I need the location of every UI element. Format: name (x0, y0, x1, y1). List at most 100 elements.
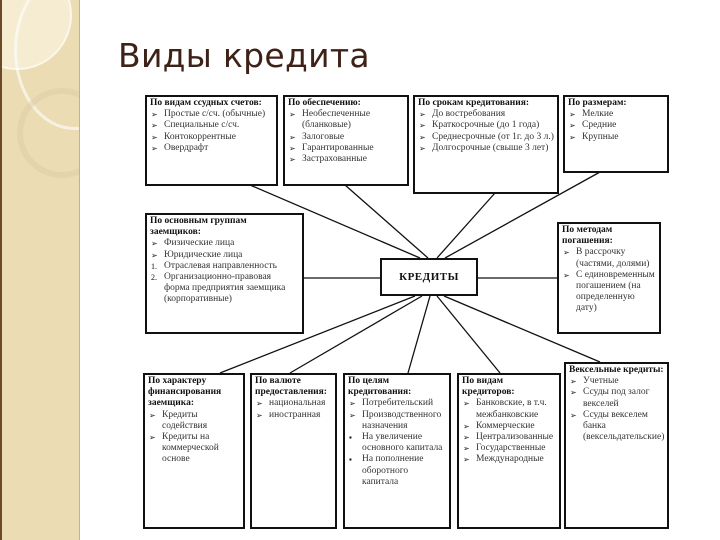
list-item: ➢иностранная (256, 409, 321, 420)
arrow-bullet-icon: ➢ (463, 399, 470, 409)
list-item: ➢Физические лица (151, 238, 235, 249)
arrow-bullet-icon: ➢ (151, 132, 158, 142)
square-bullet-icon: ▪ (349, 455, 352, 465)
arrow-bullet-icon: ➢ (569, 132, 576, 142)
arrow-bullet-icon: ➢ (570, 410, 577, 420)
number-marker: 1. (151, 261, 157, 271)
box-heading: По валюте предоставления: (255, 376, 327, 398)
box-heading: По размерам: (568, 98, 627, 108)
list-item: ➢Международные (463, 454, 544, 465)
list-item: ➢До востребования (419, 109, 506, 120)
arrow-bullet-icon: ➢ (419, 110, 426, 120)
box-by-borrower-groups: По основным группам заемщиков: ➢Физическ… (145, 213, 304, 334)
arrow-bullet-icon: ➢ (151, 239, 158, 249)
list-item: ➢Залоговые (289, 131, 345, 142)
list-item: ➢Необеспеченные (бланковые) (289, 109, 371, 131)
arrow-bullet-icon: ➢ (570, 377, 577, 387)
arrow-bullet-icon: ➢ (151, 250, 158, 260)
list-item: ➢Государственные (463, 443, 546, 454)
list-item: ➢Централизованные (463, 432, 554, 443)
arrow-bullet-icon: ➢ (289, 143, 296, 153)
list-item: ▪На увеличение основного капитала (349, 432, 443, 454)
list-item: ➢Гарантированные (289, 142, 374, 153)
arrow-bullet-icon: ➢ (463, 421, 470, 431)
arrow-bullet-icon: ➢ (463, 433, 470, 443)
arrow-bullet-icon: ➢ (289, 132, 296, 142)
box-by-repayment-method: По методам погашения: ➢В рассрочку (част… (557, 222, 661, 334)
arrow-bullet-icon: ➢ (151, 110, 158, 120)
center-node-credits: КРЕДИТЫ (380, 258, 478, 296)
arrow-bullet-icon: ➢ (563, 270, 570, 280)
arrow-bullet-icon: ➢ (463, 444, 470, 454)
list-item: ➢Кредиты на коммерческой основе (149, 432, 219, 465)
box-heading: По обеспечению: (288, 98, 361, 108)
arrow-bullet-icon: ➢ (256, 410, 263, 420)
arrow-bullet-icon: ➢ (151, 143, 158, 153)
box-by-creditor-type: По видам кредиторов: ➢Банковские, в т.ч.… (457, 373, 561, 529)
list-item: ➢Производственного назначения (349, 409, 442, 431)
list-item: ➢Средние (569, 120, 617, 131)
box-heading: По целям кредитования: (348, 376, 412, 398)
slide-title: Виды кредита (118, 36, 370, 75)
arrow-bullet-icon: ➢ (149, 433, 156, 443)
arrow-bullet-icon: ➢ (419, 132, 426, 142)
list-item: ➢Долгосрочные (свыше 3 лет) (419, 142, 549, 153)
list-item: 1.Отраслевая направленность (151, 260, 277, 271)
list-item: ➢Овердрафт (151, 142, 209, 153)
arrow-bullet-icon: ➢ (149, 410, 156, 420)
square-bullet-icon: ▪ (349, 433, 352, 443)
list-item: ➢Учетные (570, 376, 619, 387)
box-heading: По основным группам заемщиков: (150, 216, 247, 238)
box-heading: По видам ссудных счетов: (150, 98, 262, 108)
arrow-bullet-icon: ➢ (569, 110, 576, 120)
list-item: ➢Потребительский (349, 398, 434, 409)
list-item: ➢Мелкие (569, 109, 614, 120)
box-heading: По видам кредиторов: (462, 376, 515, 398)
list-item: ➢Коммерческие (463, 420, 535, 431)
decorative-sidebar (0, 0, 80, 540)
arrow-bullet-icon: ➢ (151, 121, 158, 131)
list-item: ➢Простые с/сч. (обычные) (151, 109, 266, 120)
box-heading: По характеру финансирования заемщика: (148, 376, 222, 409)
list-item: ➢Банковские, в т.ч. межбанковские (463, 398, 547, 420)
box-by-size: По размерам: ➢Мелкие ➢Средние ➢Крупные (563, 95, 669, 173)
list-item: ➢Ссуды под залог векселей (570, 387, 650, 409)
list-item: ➢Контокоррентные (151, 131, 236, 142)
arrow-bullet-icon: ➢ (289, 110, 296, 120)
arrow-bullet-icon: ➢ (289, 155, 296, 165)
box-by-lending-purpose: По целям кредитования: ➢Потребительский … (343, 373, 451, 529)
box-heading: По срокам кредитования: (418, 98, 530, 108)
box-by-term: По срокам кредитования: ➢До востребовани… (413, 95, 559, 194)
box-by-collateral: По обеспечению: ➢Необеспеченные (бланков… (283, 95, 409, 186)
list-item: ➢национальная (256, 398, 326, 409)
box-by-financing-nature: По характеру финансирования заемщика: ➢К… (143, 373, 245, 529)
box-heading: Вексельные кредиты: (569, 365, 664, 375)
arrow-bullet-icon: ➢ (463, 455, 470, 465)
box-by-currency: По валюте предоставления: ➢национальная … (250, 373, 337, 529)
list-item: ➢Кредиты содействия (149, 409, 208, 431)
box-heading: По методам погашения: (562, 225, 613, 247)
list-item: ➢Среднесрочные (от 1г. до 3 л.) (419, 131, 554, 142)
list-item: ➢Специальные с/сч. (151, 120, 240, 131)
list-item: ➢Ссуды векселем банка (вексельдательские… (570, 409, 665, 443)
number-marker: 2. (151, 273, 157, 283)
box-bill-credits: Вексельные кредиты: ➢Учетные ➢Ссуды под … (564, 362, 669, 529)
arrow-bullet-icon: ➢ (419, 143, 426, 153)
list-item: ➢Юридические лица (151, 249, 243, 260)
list-item: ➢В рассрочку (частями, долями) (563, 247, 650, 269)
arrow-bullet-icon: ➢ (570, 388, 577, 398)
list-item: ➢Краткосрочные (до 1 года) (419, 120, 540, 131)
list-item: ➢Застрахованные (289, 154, 367, 165)
arrow-bullet-icon: ➢ (256, 399, 263, 409)
list-item: ➢Крупные (569, 131, 619, 142)
box-by-loan-accounts: По видам ссудных счетов: ➢Простые с/сч. … (145, 95, 278, 186)
decorative-circle (17, 88, 79, 178)
arrow-bullet-icon: ➢ (569, 121, 576, 131)
list-item: ▪На пополнение оборотного капитала (349, 454, 424, 487)
list-item: 2.Организационно-правовая форма предприя… (151, 272, 286, 305)
arrow-bullet-icon: ➢ (349, 399, 356, 409)
arrow-bullet-icon: ➢ (563, 248, 570, 258)
list-item: ➢С единовременным погашением (на определ… (563, 269, 655, 314)
arrow-bullet-icon: ➢ (419, 121, 426, 131)
